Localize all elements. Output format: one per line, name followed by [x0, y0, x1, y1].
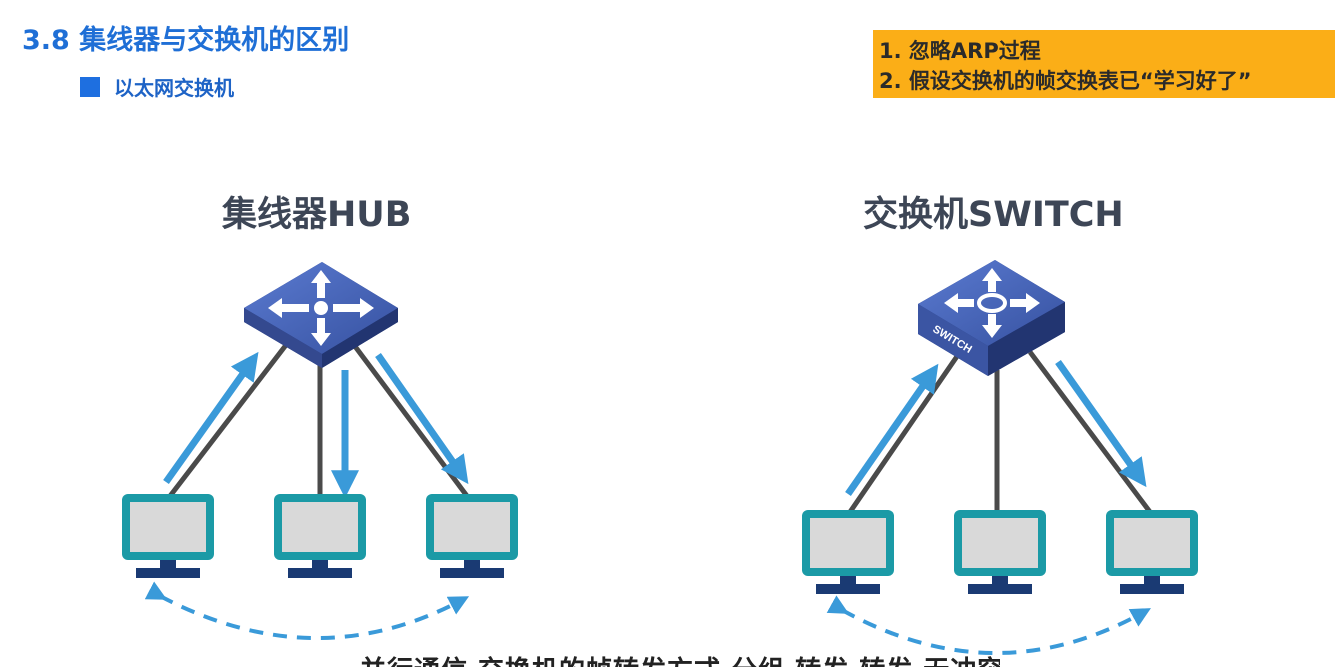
switch-signal-arrows — [845, 359, 1147, 496]
hub-diagram — [122, 262, 518, 640]
switch-device-icon: SWITCH — [918, 260, 1065, 376]
section-label: 以太网交换机 — [114, 76, 234, 100]
switch-arrow-right-icon — [1055, 359, 1147, 488]
switch-pc-right-icon — [1106, 510, 1198, 594]
hub-title: 集线器HUB — [222, 195, 412, 235]
slide-title: 3.8 集线器与交换机的区别 — [22, 25, 350, 56]
hub-arrow-up-icon — [163, 351, 259, 485]
section-heading: 以太网交换机 — [80, 72, 234, 101]
switch-dashed-communication-arrow-icon — [826, 595, 1151, 655]
assumption-note: 1. 忽略ARP过程 2. 假设交换机的帧交换表已“学习好了” — [873, 30, 1335, 98]
hub-cable-left — [165, 343, 288, 502]
hub-signal-arrows — [163, 351, 469, 499]
switch-pc-left-icon — [802, 510, 894, 594]
hub-dashed-communication-arrow-icon — [144, 581, 470, 640]
switch-cable-right — [1028, 350, 1152, 514]
hub-device-icon — [244, 262, 398, 368]
hub-arrows-symbol — [268, 270, 374, 346]
note-line-1: 1. 忽略ARP过程 — [879, 39, 1041, 63]
switch-arrows-symbol — [944, 268, 1040, 338]
switch-arrow-up-icon — [845, 363, 939, 496]
video-subtitle: 并行通信 交换机的帧转发方式 分组 转发 转发 无冲突 转发 高效 — [360, 652, 1000, 667]
switch-diagram: SWITCH — [802, 260, 1198, 655]
note-line-2: 2. 假设交换机的帧交换表已“学习好了” — [879, 69, 1252, 93]
square-bullet-icon — [80, 76, 100, 97]
hub-pc-left-icon — [122, 494, 214, 578]
switch-title: 交换机SWITCH — [863, 195, 1124, 235]
hub-pc-right-icon — [426, 494, 518, 578]
switch-pc-middle-icon — [954, 510, 1046, 594]
switch-cable-left — [847, 350, 963, 514]
video-subtitle-text: 并行通信 交换机的帧转发方式 分组 转发 转发 无冲突 转发 高效 — [360, 652, 1000, 667]
hub-arrow-right-icon — [375, 352, 469, 485]
hub-pc-middle-icon — [274, 494, 366, 578]
hub-cable-right — [351, 343, 473, 502]
